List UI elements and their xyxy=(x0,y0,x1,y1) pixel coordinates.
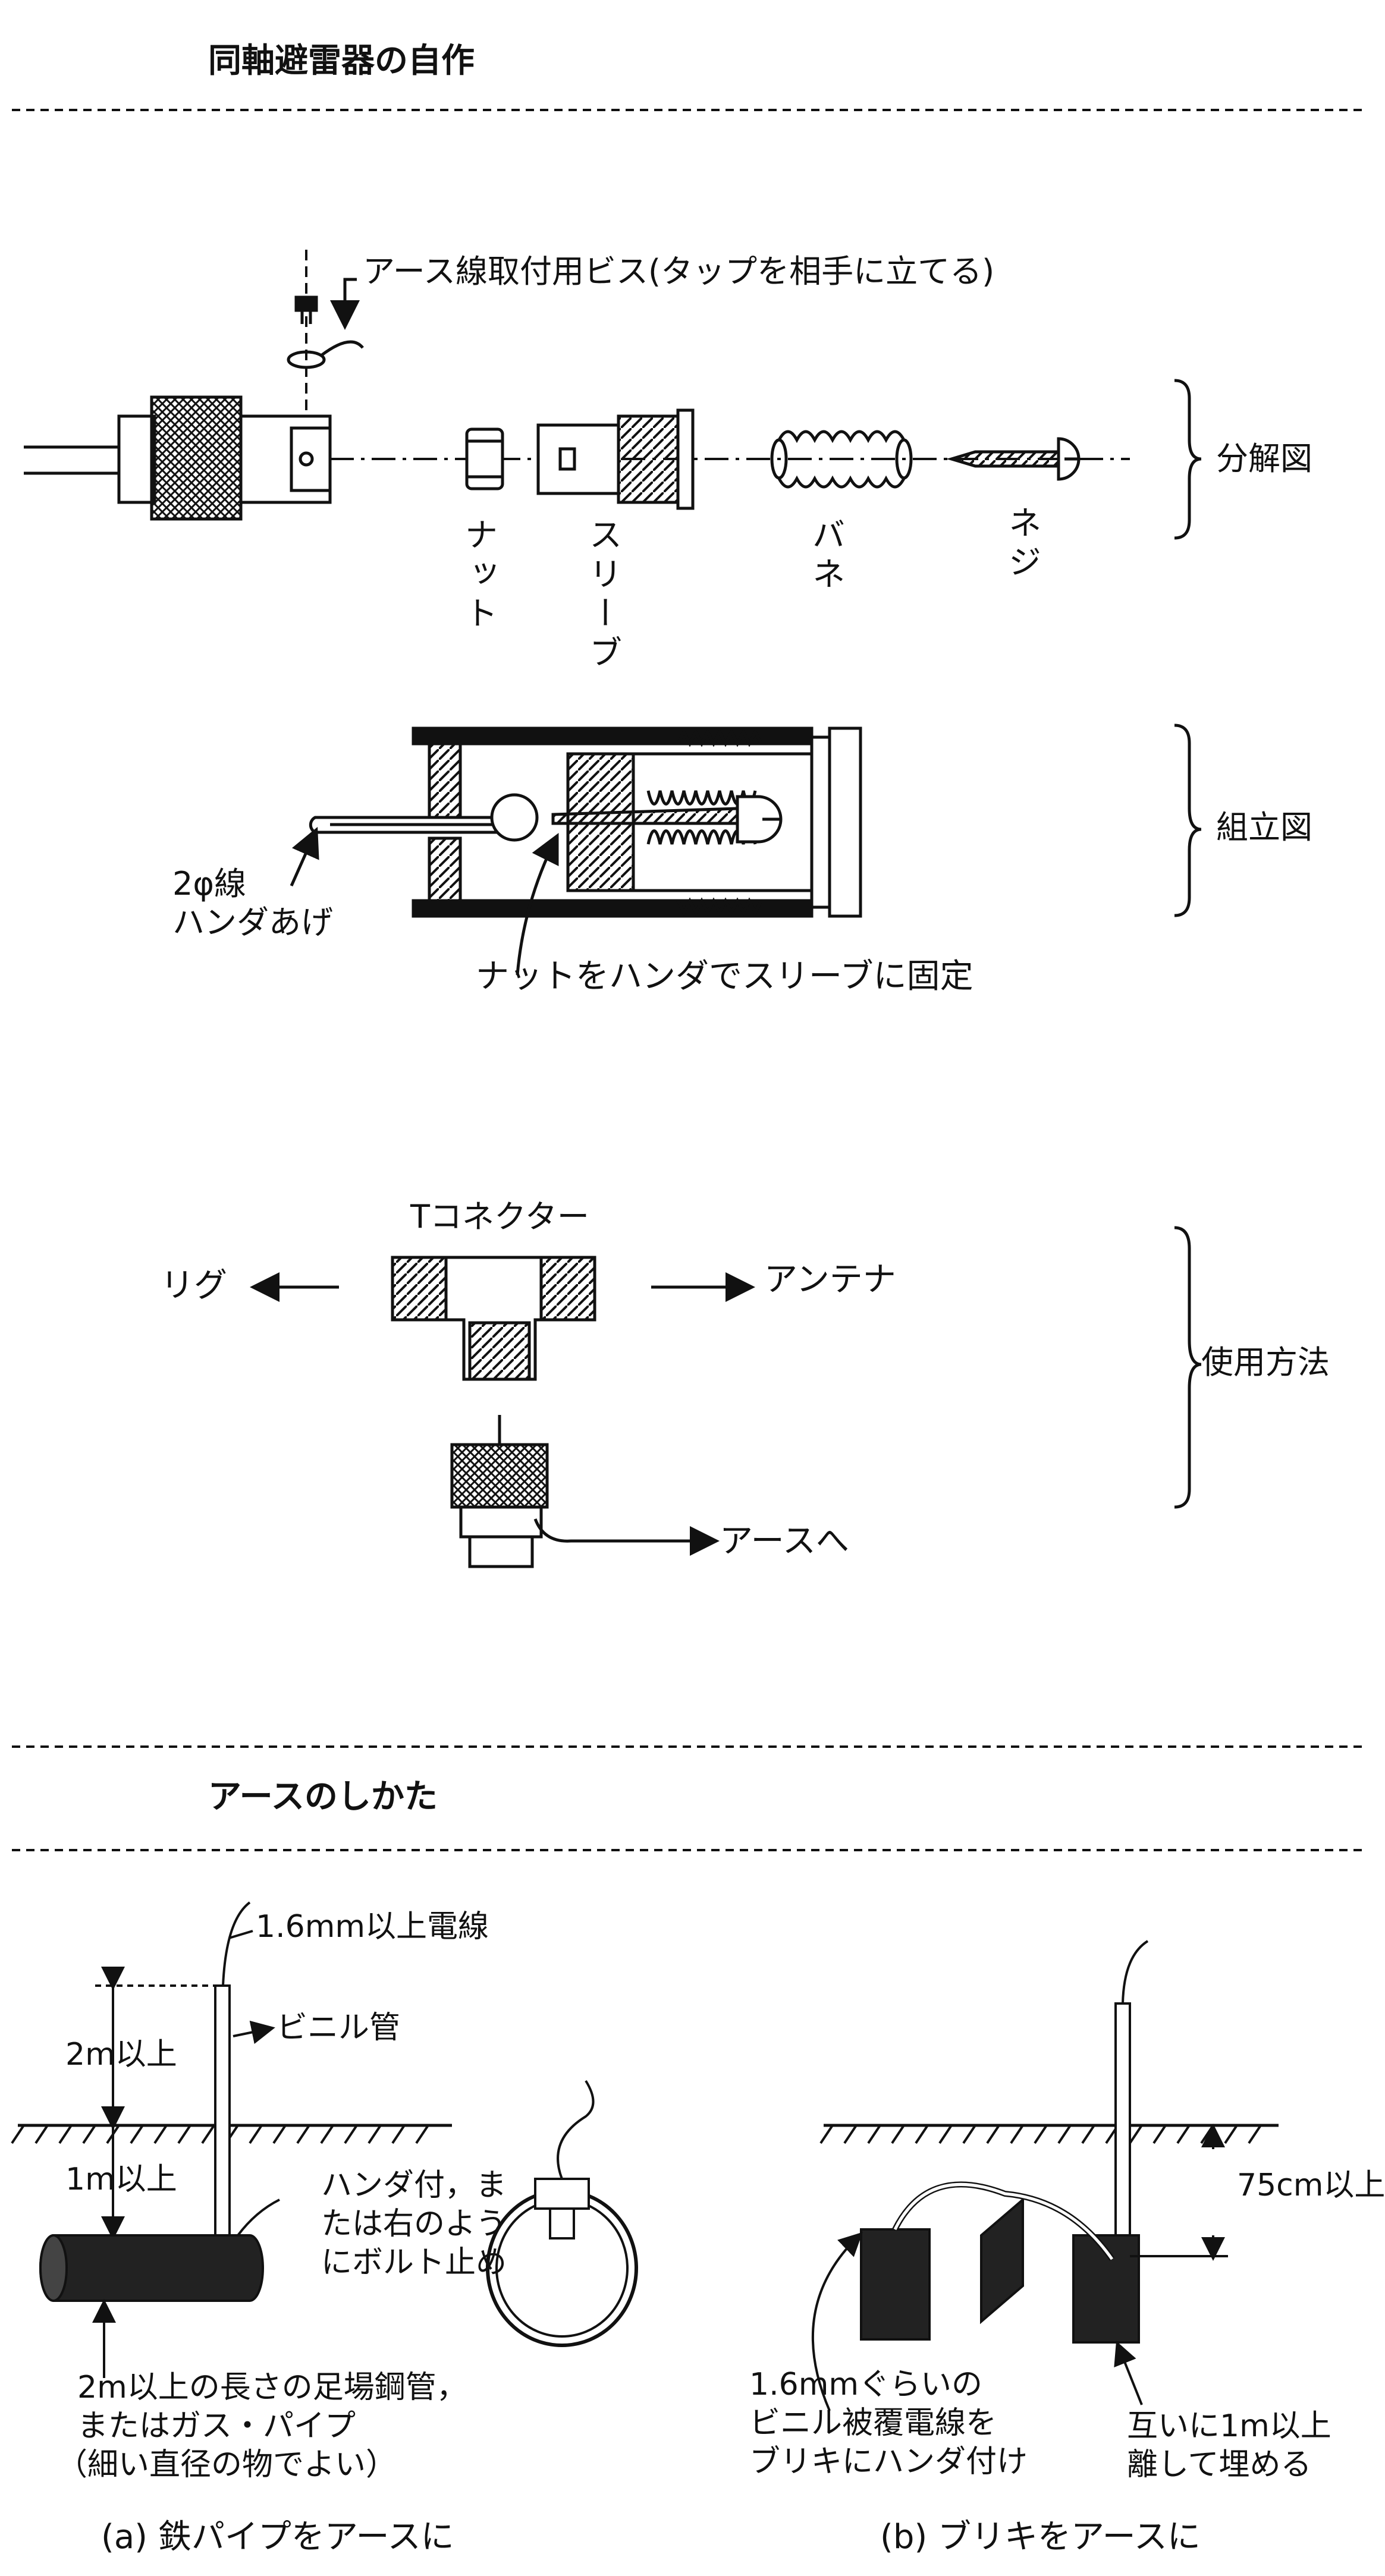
label-wire-size: 2φ線 xyxy=(172,865,246,902)
label-depth-b: 75cm以上 xyxy=(1237,2168,1385,2203)
label-to-ground: アースへ xyxy=(720,1522,849,1561)
exploded-view-drawing xyxy=(24,250,1130,521)
label-wire-b-1: 1.6mmぐらいの xyxy=(749,2367,983,2402)
label-height-above: 2m以上 xyxy=(65,2037,177,2072)
caption-assembled-view: 組立図 xyxy=(1216,809,1312,846)
ground-b-drawing xyxy=(811,1940,1279,2411)
label-solder-2: たは右のよう xyxy=(321,2206,507,2242)
label-wire-solder: ハンダあげ xyxy=(172,904,333,941)
label-pipe-3: （細い直径の物でよい） xyxy=(56,2447,397,2483)
label-pipe-2: またはガス・パイプ xyxy=(77,2408,356,2444)
divider-lines xyxy=(12,109,1362,1851)
section-title-ground: アースのしかた xyxy=(208,1778,438,1816)
label-screw: ネジ xyxy=(1003,505,1041,584)
ground-a-drawing xyxy=(11,1901,638,2378)
caption-usage: 使用方法 xyxy=(1201,1344,1330,1381)
label-depth-below: 1m以上 xyxy=(65,2162,177,2197)
label-nut-note: ナットをハンダでスリーブに固定 xyxy=(476,957,973,996)
section-title-homemade: 同軸避雷器の自作 xyxy=(208,42,475,80)
label-pipe-1: 2m以上の長さの足場鋼管， xyxy=(77,2370,467,2405)
label-rig: リグ xyxy=(161,1266,227,1305)
label-wire-b-2: ビニル被覆電線を xyxy=(749,2405,997,2441)
label-t-connector: Tコネクター xyxy=(410,1198,589,1235)
label-separation-1: 互いに1m以上 xyxy=(1127,2408,1331,2444)
usage-drawing xyxy=(250,1256,755,1568)
label-vinyl-tube: ビニル管 xyxy=(277,2010,401,2046)
label-spring: バネ xyxy=(806,517,845,596)
caption-ground-b: (b) ブリキをアースに xyxy=(880,2518,1201,2556)
caption-ground-a: (a) 鉄パイプをアースに xyxy=(101,2518,454,2556)
label-nut: ナット xyxy=(459,517,498,635)
label-antenna: アンテナ xyxy=(764,1260,896,1299)
label-ground-screw: アース線取付用ビス(タップを相手に立てる) xyxy=(363,253,995,290)
section-braces xyxy=(1174,379,1202,1509)
label-separation-2: 離して埋める xyxy=(1127,2447,1312,2483)
assembled-view-drawing xyxy=(290,726,862,976)
label-wire-b-3: ブリキにハンダ付け xyxy=(749,2444,1028,2480)
label-wire-a: 1.6mm以上電線 xyxy=(256,1909,489,1945)
label-solder-1: ハンダ付，ま xyxy=(321,2168,507,2203)
label-solder-3: にボルト止め xyxy=(321,2245,507,2281)
label-sleeve: スリーブ xyxy=(583,517,622,674)
caption-exploded-view: 分解図 xyxy=(1216,440,1312,477)
